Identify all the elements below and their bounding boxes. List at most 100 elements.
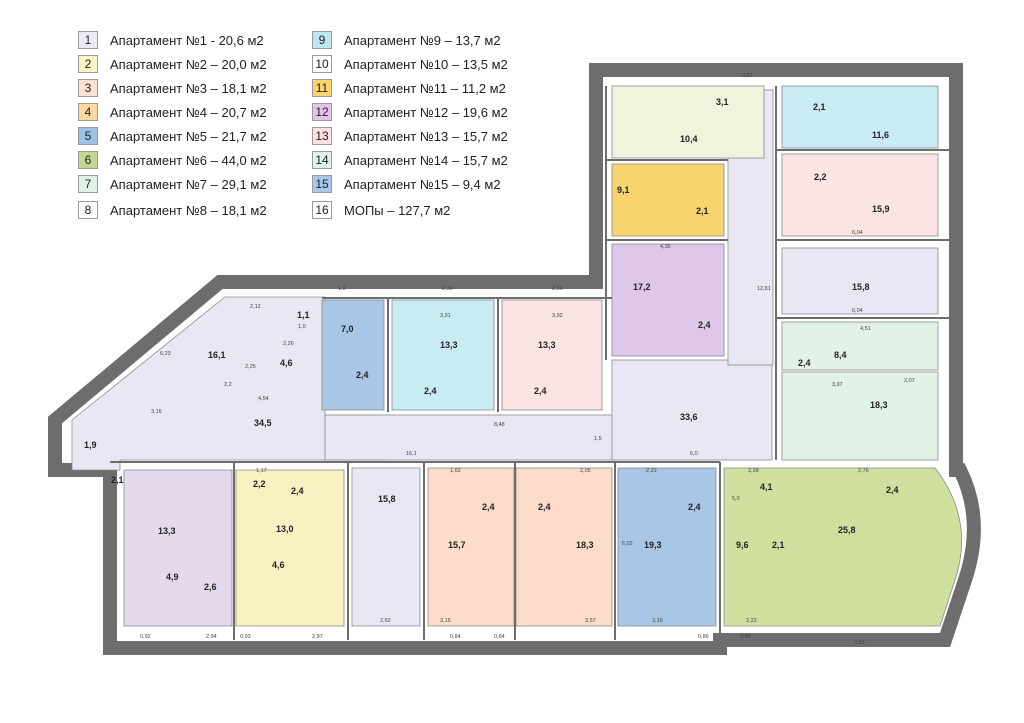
apt-12: [611, 243, 725, 357]
apt-13b: [781, 153, 939, 237]
dimension-label: 0,84: [494, 634, 505, 640]
room-area-label: 8,4: [834, 350, 847, 360]
apt-11: [611, 163, 725, 237]
legend-label: Апартамент №14 – 15,7 м2: [344, 152, 508, 168]
room-area-label: 15,7: [448, 540, 466, 550]
dimension-label: 2,12: [250, 304, 261, 310]
room-area-label: 34,5: [254, 418, 272, 428]
legend-swatch: 1: [78, 31, 98, 49]
dimension-label: 2,07: [904, 378, 915, 384]
legend-swatch: 15: [312, 175, 332, 193]
legend-label: Апартамент №4 – 20,7 м2: [110, 104, 267, 120]
room-area-label: 2,4: [482, 502, 495, 512]
legend-swatch: 5: [78, 127, 98, 145]
dimension-label: 0,82: [742, 73, 753, 79]
legend-label: Апартамент №7 – 29,1 м2: [110, 176, 267, 192]
apt-14b: [781, 371, 939, 461]
apt-13: [501, 299, 603, 411]
corridor-main: [324, 414, 616, 461]
room-area-label: 2,2: [253, 479, 266, 489]
apt-9: [391, 299, 495, 411]
dimension-label: 1,0: [298, 324, 306, 330]
legend-swatch: 6: [78, 151, 98, 169]
dimension-label: 2,22: [646, 468, 657, 474]
apt-5: [617, 467, 717, 627]
legend-swatch: 10: [312, 55, 332, 73]
room-area-label: 2,4: [698, 320, 711, 330]
room-area-label: 4,9: [166, 572, 179, 582]
room-area-label: 1,1: [297, 310, 310, 320]
legend-label: Апартамент №5 – 21,7 м2: [110, 128, 267, 144]
room-area-label: 2,1: [696, 206, 709, 216]
room-area-label: 2,4: [798, 358, 811, 368]
dimension-label: 1,17: [256, 468, 267, 474]
dimension-label: 2,36: [552, 286, 563, 292]
dimension-label: 6,04: [852, 230, 863, 236]
apt-1: [123, 469, 233, 627]
room-area-label: 9,1: [617, 185, 630, 195]
room-area-label: 13,3: [158, 526, 176, 536]
apt-10: [611, 85, 765, 159]
legend-swatch: 8: [78, 201, 98, 219]
room-area-label: 16,1: [208, 350, 226, 360]
legend-swatch: 13: [312, 127, 332, 145]
dimension-label: 3,57: [585, 618, 596, 624]
room-area-label: 2,6: [204, 582, 217, 592]
dimension-label: 3,91: [440, 313, 451, 319]
legend-swatch: 14: [312, 151, 332, 169]
room-area-label: 9,6: [736, 540, 749, 550]
room-area-label: 2,4: [886, 485, 899, 495]
legend-label: Апартамент №12 – 19,6 м2: [344, 104, 508, 120]
room-area-label: 2,4: [534, 386, 547, 396]
legend-item-5: 5 Апартамент №5 – 21,7 м2: [78, 126, 267, 146]
room-area-label: 15,8: [852, 282, 870, 292]
dimension-label: 6,23: [160, 351, 171, 357]
dimension-label: 2,05: [580, 468, 591, 474]
room-area-label: 17,2: [633, 282, 651, 292]
legend-label: Апартамент №10 – 13,5 м2: [344, 56, 508, 72]
dimension-labels: 0,82 1,2 2,36 2,36 6,23 2,12 1,0 2,26 2,…: [140, 73, 915, 646]
legend-label: Апартамент №15 – 9,4 м2: [344, 176, 501, 192]
dimension-label: 4,54: [258, 396, 269, 402]
room-area-label: 3,1: [716, 97, 729, 107]
dimension-label: 6,0: [690, 451, 698, 457]
legend-label: Апартамент №11 – 11,2 м2: [344, 80, 506, 96]
room-area-label: 4,6: [280, 358, 293, 368]
apt-2: [235, 469, 345, 627]
hall-central: [611, 359, 773, 461]
legend-item-11: 11 Апартамент №11 – 11,2 м2: [312, 78, 506, 98]
dimension-label: 2,28: [748, 468, 759, 474]
dimension-label: 2,25: [245, 364, 256, 370]
room-area-label: 2,4: [424, 386, 437, 396]
dimension-label: 8,48: [494, 422, 505, 428]
apt-9b: [781, 85, 939, 149]
dimension-label: 2,26: [283, 341, 294, 347]
dimension-label: 12,81: [757, 286, 771, 292]
legend-swatch: 11: [312, 79, 332, 97]
room-area-label: 1,9: [84, 440, 97, 450]
legend-item-15: 15 Апартамент №15 – 9,4 м2: [312, 174, 501, 194]
room-labels: 16,1 1,1 4,6 7,0 2,4 13,3 2,4 13,3 2,4 3…: [84, 97, 899, 592]
room-area-label: 2,4: [356, 370, 369, 380]
room-area-label: 2,4: [538, 502, 551, 512]
dimension-label: 5,0: [732, 496, 740, 502]
room-area-label: 13,0: [276, 524, 294, 534]
dimension-label: 0,85: [740, 634, 751, 640]
dimension-label: 2,97: [312, 634, 323, 640]
room-area-label: 18,3: [576, 540, 594, 550]
legend-label: Апартамент №3 – 18,1 м2: [110, 80, 267, 96]
stair-east: [781, 247, 939, 315]
room-area-label: 15,9: [872, 204, 890, 214]
room-area-label: 15,8: [378, 494, 396, 504]
room-area-label: 2,1: [813, 102, 826, 112]
room-area-label: 7,0: [341, 324, 354, 334]
